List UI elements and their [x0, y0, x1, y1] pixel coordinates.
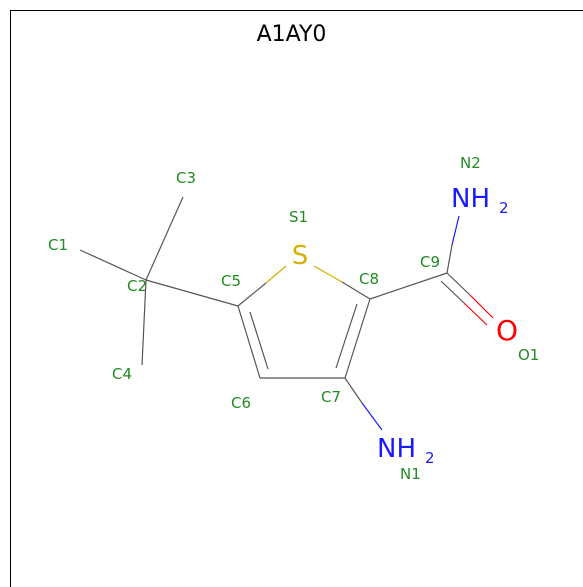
bonds [79, 196, 448, 379]
label-c4: C4 [112, 365, 132, 383]
label-c5: C5 [221, 272, 241, 290]
atom-n1-subscript: 2 [425, 449, 435, 467]
bond-c9-n2-n [451, 215, 460, 246]
bond-c9-o1-b-o [463, 302, 488, 326]
bond-c7-n1 [344, 377, 363, 404]
bond-c3-c2 [145, 196, 184, 281]
label-c6: C6 [231, 394, 251, 412]
diagram-frame [10, 10, 583, 587]
label-c9: C9 [420, 253, 440, 271]
label-c7: C7 [321, 388, 341, 406]
bond-c9-o1-b [440, 280, 465, 304]
bond-s1-c8 [313, 265, 343, 283]
atom-n2-main: NH [451, 184, 490, 214]
bond-c7-c8-inner [335, 303, 358, 369]
label-c3: C3 [176, 169, 196, 187]
label-s1: S1 [289, 208, 308, 226]
bond-c8-c9 [369, 272, 448, 300]
atom-n2: NH 2 [451, 184, 509, 217]
bond-c9-n2 [446, 244, 453, 274]
label-c8: C8 [359, 270, 379, 288]
atom-sulfur: S [292, 241, 309, 271]
atom-oxygen: O [496, 314, 518, 347]
bond-c5-s1 [237, 282, 267, 307]
bond-c9-o1-a [446, 272, 471, 296]
bond-c5-c6-inner [249, 311, 269, 370]
atom-n1: NH 2 [377, 434, 435, 467]
label-c2: C2 [127, 277, 147, 295]
bond-c7-c8 [344, 298, 371, 379]
bond-c1-c2 [79, 249, 147, 281]
hetero-bonds [237, 215, 494, 431]
label-o1: O1 [518, 346, 539, 364]
bond-s1-c8-c [341, 281, 371, 300]
bond-c2-c5 [145, 279, 239, 307]
label-n1: N1 [400, 465, 421, 483]
bond-c9-o1-a-o [469, 294, 494, 319]
bond-c5-s1-s [265, 265, 287, 284]
bond-c5-c6 [237, 305, 261, 379]
atom-n1-main: NH [377, 434, 416, 464]
label-c1: C1 [48, 236, 68, 254]
bond-c7-n1-n [361, 402, 383, 431]
label-n2: N2 [460, 154, 481, 172]
bond-c2-c4 [141, 279, 147, 366]
molecule-title: A1AY0 [256, 22, 327, 47]
atom-n2-subscript: 2 [499, 199, 509, 217]
